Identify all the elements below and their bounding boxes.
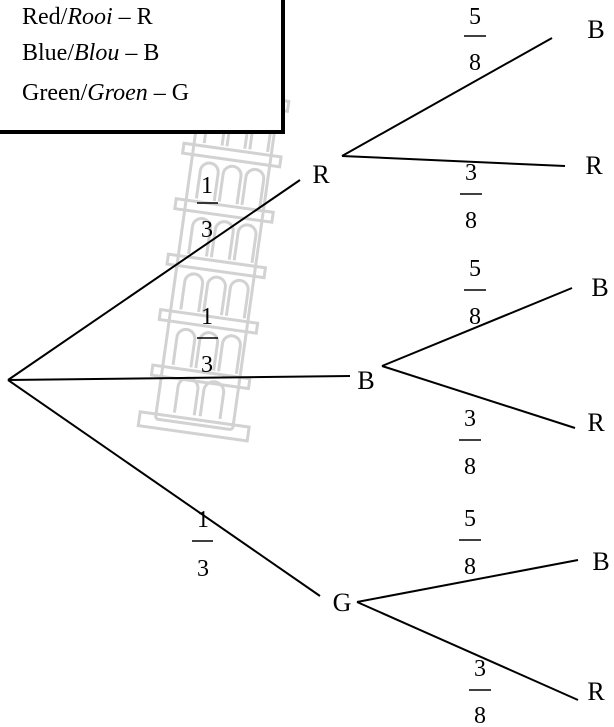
svg-text:3: 3 xyxy=(201,217,213,243)
fraction-r-r: 3 8 xyxy=(460,160,482,234)
svg-text:8: 8 xyxy=(464,454,476,480)
svg-text:3: 3 xyxy=(197,556,209,582)
leaf-g-b: B xyxy=(592,547,609,576)
edge-root-to-r xyxy=(7,179,301,381)
node-g: G xyxy=(333,588,352,617)
legend-row-green: Green/Groen – G xyxy=(22,80,189,106)
svg-text:8: 8 xyxy=(469,50,481,76)
fraction-r-b: 5 8 xyxy=(464,4,486,76)
svg-text:5: 5 xyxy=(469,4,481,30)
svg-text:1: 1 xyxy=(201,173,213,199)
svg-text:3: 3 xyxy=(474,656,486,682)
svg-text:5: 5 xyxy=(464,506,476,532)
svg-text:1: 1 xyxy=(201,304,213,330)
node-b: B xyxy=(357,366,374,395)
edge-root-to-b xyxy=(7,375,351,381)
leaf-r-r: R xyxy=(585,151,603,180)
svg-text:8: 8 xyxy=(465,208,477,234)
edge-g-to-r xyxy=(356,601,579,701)
svg-text:8: 8 xyxy=(469,304,481,330)
svg-text:3: 3 xyxy=(464,406,476,432)
leaf-r-b: B xyxy=(587,15,604,44)
leaf-b-r: R xyxy=(587,408,605,437)
fraction-b-r: 3 8 xyxy=(459,406,481,480)
fraction-root-b: 1 3 xyxy=(197,304,218,378)
leaf-g-r: R xyxy=(587,677,605,706)
leaf-b-b: B xyxy=(591,273,608,302)
legend-row-blue: Blue/Blou – B xyxy=(22,40,159,66)
leaning-tower-icon xyxy=(136,86,291,443)
legend-row-red: Red/Rooi – R xyxy=(22,4,153,30)
edge-root-to-g xyxy=(7,379,321,597)
edge-g-to-b xyxy=(356,559,579,603)
fraction-root-g: 1 3 xyxy=(192,507,213,582)
svg-text:8: 8 xyxy=(474,703,486,727)
edge-b-to-r xyxy=(381,365,576,429)
edge-b-to-b xyxy=(381,287,573,367)
fraction-root-r: 1 3 xyxy=(197,173,218,243)
edge-r-to-r xyxy=(341,155,566,167)
svg-text:3: 3 xyxy=(201,352,213,378)
edge-r-to-b xyxy=(341,37,553,157)
legend-frame xyxy=(0,0,285,134)
svg-text:8: 8 xyxy=(464,554,476,580)
fraction-g-r: 3 8 xyxy=(469,656,491,727)
svg-text:3: 3 xyxy=(465,160,477,186)
fraction-g-b: 5 8 xyxy=(459,506,481,580)
fraction-b-b: 5 8 xyxy=(464,256,486,330)
svg-text:5: 5 xyxy=(469,256,481,282)
svg-text:1: 1 xyxy=(197,507,209,533)
node-r: R xyxy=(312,160,330,189)
legend: Red/Rooi – R Blue/Blou – B Green/Groen –… xyxy=(0,0,285,134)
